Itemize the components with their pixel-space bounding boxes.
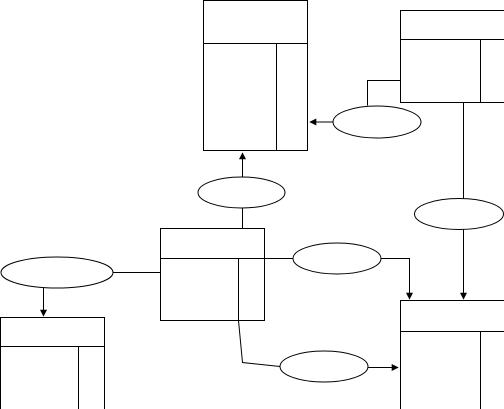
relationship-top-right xyxy=(332,105,422,139)
entity-top-right xyxy=(400,10,504,103)
entity-bottom-left xyxy=(0,317,105,409)
relationship-left xyxy=(0,256,114,289)
entity-top-center xyxy=(203,0,308,151)
relationship-right xyxy=(414,198,504,230)
connector-middle-to-relationship-bottom xyxy=(238,320,281,367)
connector-top-right-relationship xyxy=(367,80,401,106)
relationship-center xyxy=(197,176,286,209)
relationship-bottom xyxy=(279,350,369,383)
arrow-middle-right-to-bottom-right xyxy=(381,258,413,300)
entity-bottom-right xyxy=(400,300,504,409)
relationship-middle-right xyxy=(292,242,382,275)
entity-middle xyxy=(160,228,265,321)
